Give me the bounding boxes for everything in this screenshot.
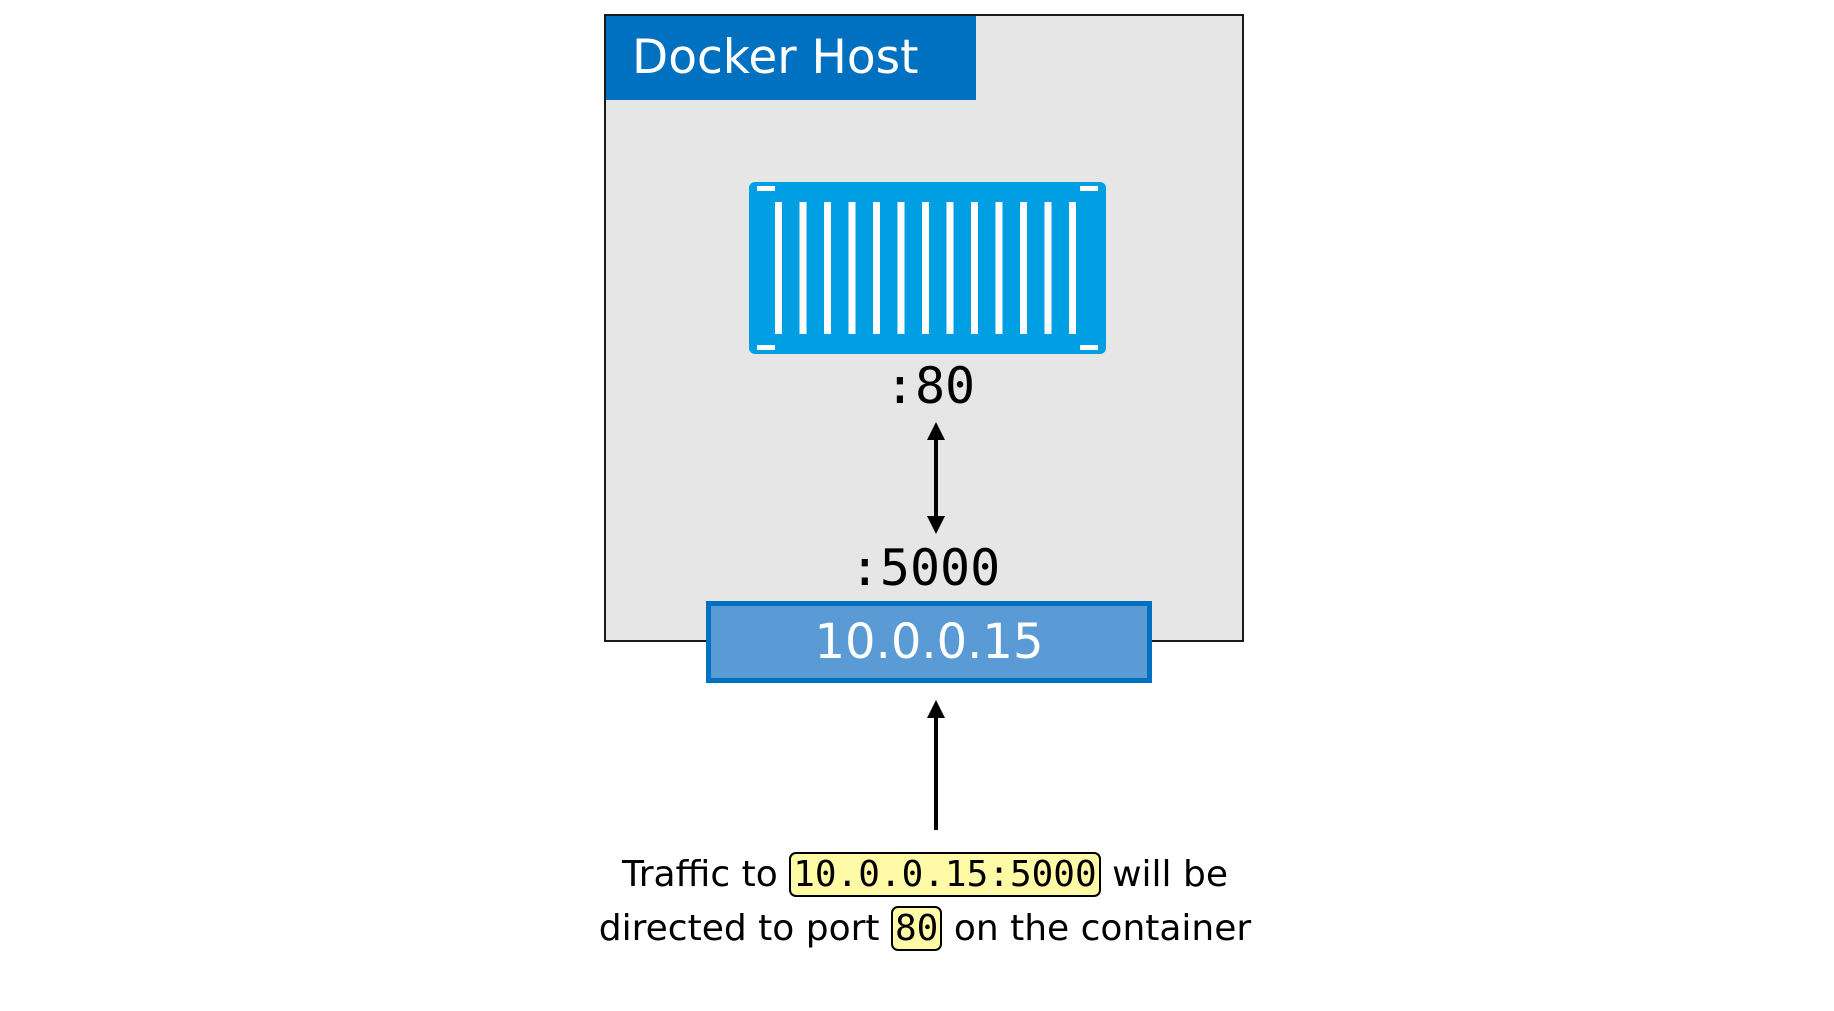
caption-text-2: will be directed to port bbox=[598, 854, 1228, 949]
shipping-container-icon bbox=[749, 182, 1106, 354]
container-rib bbox=[922, 202, 929, 334]
container-rib bbox=[799, 202, 807, 334]
caption-highlight-port: 80 bbox=[891, 906, 943, 951]
container-rib bbox=[1069, 202, 1076, 334]
double-arrow-icon bbox=[927, 422, 945, 534]
traffic-caption: Traffic to 10.0.0.15:5000 will be direct… bbox=[580, 848, 1270, 956]
container-rib bbox=[971, 202, 978, 334]
up-arrow-icon bbox=[927, 700, 945, 830]
host-ip-box: 10.0.0.15 bbox=[706, 601, 1152, 683]
container-rib bbox=[897, 202, 905, 334]
caption-text-3: on the container bbox=[953, 908, 1252, 949]
docker-host-title: Docker Host bbox=[606, 16, 976, 100]
caption-text-1: Traffic to bbox=[622, 854, 778, 895]
container-rib bbox=[848, 202, 856, 334]
container-rib bbox=[995, 202, 1003, 334]
container-port-label: :80 bbox=[884, 357, 976, 415]
container-rib bbox=[824, 202, 831, 334]
container-rib bbox=[1020, 202, 1027, 334]
host-port-label: :5000 bbox=[849, 539, 1001, 597]
caption-highlight-address: 10.0.0.15:5000 bbox=[789, 852, 1101, 897]
container-rib bbox=[1044, 202, 1052, 334]
container-rib bbox=[946, 202, 954, 334]
container-rib bbox=[873, 202, 880, 334]
container-rib bbox=[775, 202, 782, 334]
